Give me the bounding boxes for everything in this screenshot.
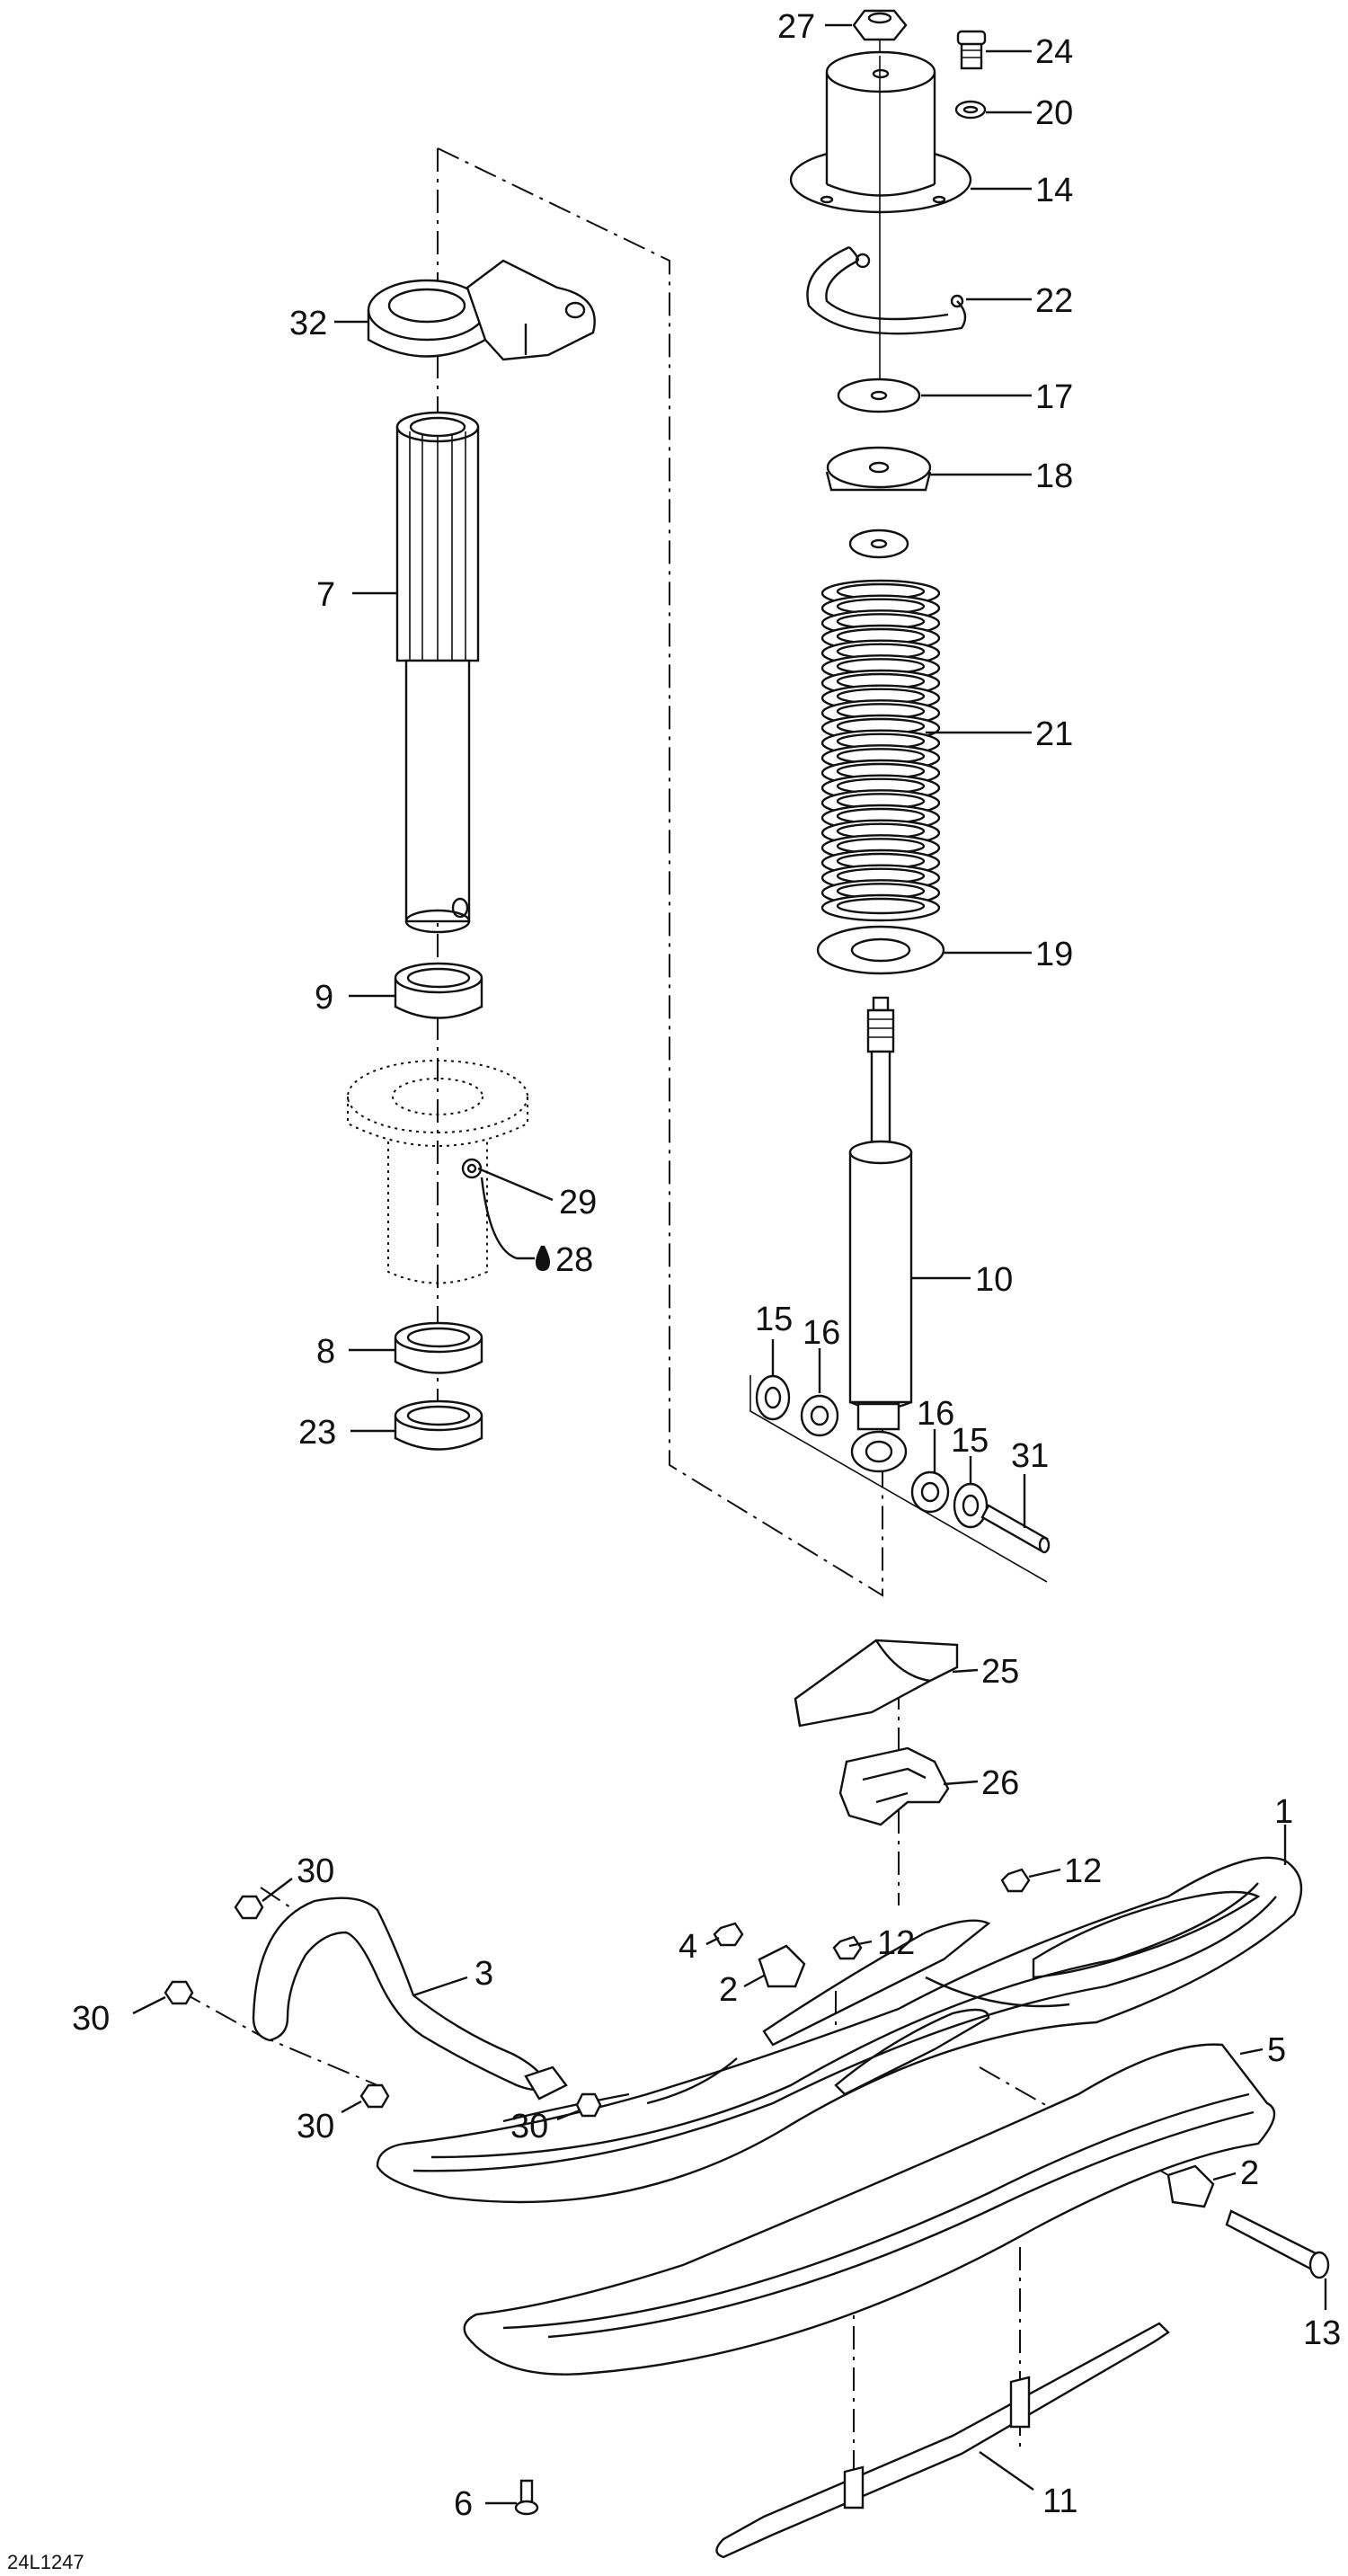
callout-1: 1 [1274,1793,1293,1831]
dotted-housing [347,1060,528,1284]
callout-11: 11 [1042,2483,1078,2520]
part-14-shock-mount [789,50,972,214]
callout-22: 22 [1035,282,1073,320]
callout-30-top: 30 [297,1852,334,1890]
callout-4: 4 [678,1928,697,1966]
diagram-code: 24L1247 [7,2551,84,2573]
callout-10: 10 [975,1261,1013,1299]
callout-18: 18 [1035,457,1073,495]
callout-12-left: 12 [877,1924,915,1962]
part-20-washer [954,100,987,120]
callout-12-right: 12 [1064,1852,1102,1890]
callout-30-bottom-left: 30 [297,2108,334,2145]
part-17-washer [837,378,921,413]
part-10-shock-absorber [848,996,913,1473]
part-7-steering-column [395,411,480,934]
part-12-nuts [832,1868,1031,1960]
callout-15-left: 15 [755,1301,793,1338]
callout-26: 26 [981,1764,1019,1802]
part-3-ski-handle [252,1896,568,2101]
droplet-icon [536,1246,550,1271]
callout-28: 28 [555,1241,593,1279]
part-26-spring-bracket [838,1746,950,1826]
part-2-bushing-13-bolt [1166,2164,1330,2279]
callout-30-left: 30 [72,2000,110,2038]
part-small-washer [848,529,909,559]
callout-14: 14 [1035,172,1073,209]
part-19-spring-seat [816,925,945,975]
part-22-circlip [806,245,967,335]
part-15-16-bushings-left [749,1374,1048,1583]
part-25-wear-pad [794,1639,959,1728]
callout-25: 25 [981,1653,1019,1691]
part-9-bushing [394,962,483,1019]
part-16-15-31-bushings-pin [910,1470,1051,1554]
callout-23: 23 [298,1414,336,1452]
callout-32: 32 [289,305,327,342]
part-30-bolts [164,1895,602,2118]
callout-labels: 27 24 20 14 22 17 18 21 19 10 15 16 16 1… [7,8,1341,2573]
part-8-bushing [394,1321,483,1374]
callout-29: 29 [559,1184,597,1221]
callout-8: 8 [316,1333,335,1371]
callout-9: 9 [315,979,333,1017]
callout-16-right: 16 [917,1395,954,1433]
part-4-nut-2-bushing [713,1922,806,1988]
part-27-nut [852,9,908,56]
callout-30-bottom-right: 30 [510,2108,548,2145]
part-18-spring-cup [825,446,932,492]
leader-lines [132,23,1327,2505]
callout-27: 27 [777,8,815,46]
callout-2-left: 2 [719,1971,738,2009]
part-11-carbide-runner [715,2322,1170,2559]
callout-7: 7 [316,576,335,614]
callout-15-right: 15 [951,1422,989,1460]
callout-21: 21 [1035,715,1073,753]
part-5-runner-plate [463,2043,1276,2376]
part-21-spring [820,579,941,922]
callout-24: 24 [1035,33,1073,71]
callout-17: 17 [1035,378,1073,416]
callout-6: 6 [454,2485,473,2523]
callout-2-right: 2 [1240,2154,1259,2192]
part-32-bracket [367,259,596,361]
callout-31: 31 [1011,1437,1049,1475]
callout-16-left: 16 [803,1314,840,1352]
part-24-bolt [956,30,987,70]
callout-20: 20 [1035,94,1073,132]
callout-5: 5 [1267,2031,1286,2069]
callout-13: 13 [1303,2314,1341,2352]
callout-19: 19 [1035,936,1073,973]
callout-3: 3 [474,1955,493,1993]
part-6-screw [514,2479,539,2516]
part-23-bushing [394,1399,483,1451]
spring-coil-inner [836,897,926,915]
